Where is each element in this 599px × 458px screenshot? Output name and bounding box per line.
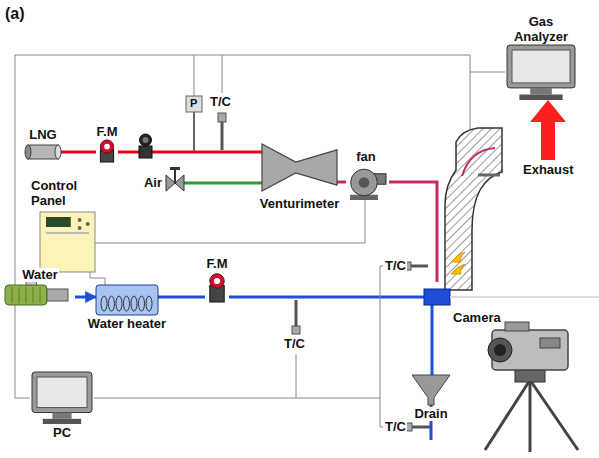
flame-symbol [451,252,465,274]
fan-symbol [346,165,386,200]
valve-icon [166,167,184,191]
thermocouple-symbol [404,262,428,270]
flow-meter-symbol [205,272,229,302]
component-label: Venturimeter [259,197,340,211]
monitor-icon [32,372,92,424]
flow-meter: F.M [96,140,118,162]
air-pipe [184,182,262,185]
tc-wire [380,266,383,398]
component-label: Water [21,268,59,282]
thermocouple-label: T/C [283,337,306,351]
thermocouple-label: T/C [384,420,407,434]
component-label: Drain [413,407,448,421]
pressure-gauge-symbol [186,96,202,151]
venturimeter: Venturimeter [262,140,337,195]
tc-wire [222,55,223,93]
thermocouple-symbol [218,113,226,150]
fm-icon [100,140,113,162]
floor-line [450,296,599,298]
water-heater-symbol [96,285,158,315]
camera-symbol [485,322,578,452]
air-valve: Air [166,175,184,191]
pc-symbol [30,372,94,424]
water-pipe [75,296,96,299]
heater-icon [96,285,158,315]
air-valve-symbol [166,175,184,191]
fan: fan [346,165,386,200]
thermocouple-label: T/C [384,259,407,273]
exhaust-label: Exhaust [522,163,575,177]
component-label: Control Panel [30,179,94,208]
exhaust-flow [462,148,495,176]
monitor-icon [507,45,575,100]
thermocouple-symbol [292,300,300,334]
burner-housing [445,128,502,290]
flow-meter-symbol [139,134,152,158]
control-wire [90,272,105,285]
gauge-label: P [189,97,198,109]
camera-label: Camera [452,311,502,325]
funnel-icon [412,375,450,405]
venturi-icon [262,144,337,191]
thermocouple-label: T/C [209,95,232,109]
gas-analyzer: Gas Analyzer [505,45,577,100]
data-wire [15,55,505,398]
control-panel-symbol [40,212,95,272]
flow-meter-symbol [96,140,118,162]
drain-funnel: Drain [412,375,450,405]
signal-wires [94,55,478,427]
gas-cylinder: LNG [25,143,61,161]
water-pipe [229,297,432,375]
component-label: F.M [206,257,229,271]
gas-pipe [61,151,96,154]
cyl-icon [25,145,61,159]
tc-wire [94,354,296,398]
mixture-pipe [337,181,346,184]
panel-letter: (a) [4,5,26,23]
water-heater: Water heater [96,285,158,315]
water-jacket [424,289,450,305]
thermocouple-symbol [404,423,430,431]
component-label: Air [143,176,163,190]
water-pump-symbol [5,283,75,307]
component-label: Gas Analyzer [501,15,581,44]
component-label: Water heater [87,317,167,331]
component-label: F.M [96,125,119,139]
fan-icon [350,169,386,200]
water-pipe [158,296,205,299]
control-panel: Control Panel [40,212,95,272]
tc-wire [296,398,383,427]
component-label: fan [355,150,377,164]
panel-icon [40,212,95,272]
gas-analyzer-symbol [505,45,577,100]
water-pump: Water [5,283,75,307]
fm-icon [210,274,224,302]
venturimeter-symbol [262,140,337,195]
component-label: PC [52,426,72,440]
flow-meter: F.M [205,272,229,302]
pc: PC [30,372,94,424]
gauge-wire [194,55,195,97]
exhaust-arrow [530,100,566,160]
gas-probe [478,174,500,177]
component-label: LNG [28,128,57,142]
drain-funnel-symbol [412,375,450,405]
gas-cylinder-symbol [25,143,61,161]
